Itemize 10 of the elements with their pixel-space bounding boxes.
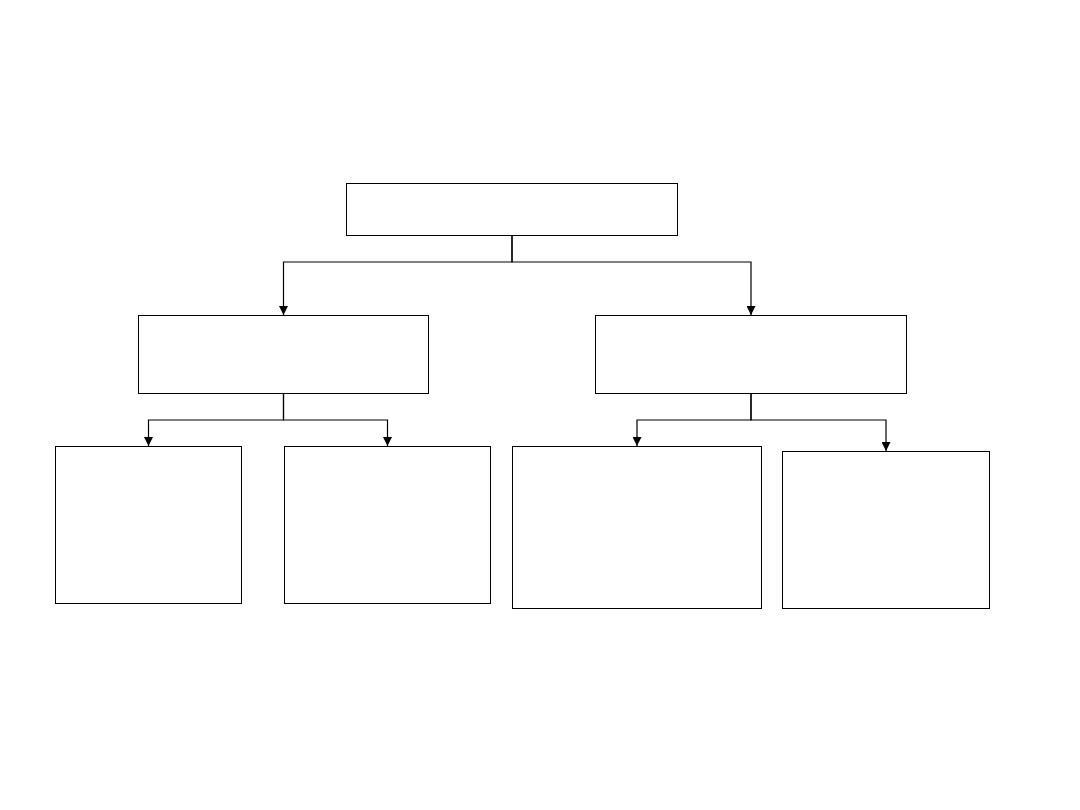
empty-box	[284, 446, 491, 604]
empty-box	[512, 446, 762, 609]
empty-box	[138, 315, 429, 394]
empty-box	[782, 451, 990, 609]
connector-arrow	[750, 393, 891, 452]
connector-arrow	[282, 393, 392, 447]
empty-box	[595, 315, 907, 394]
connector-arrow	[511, 235, 756, 316]
empty-box	[55, 446, 242, 604]
empty-box	[346, 183, 678, 236]
